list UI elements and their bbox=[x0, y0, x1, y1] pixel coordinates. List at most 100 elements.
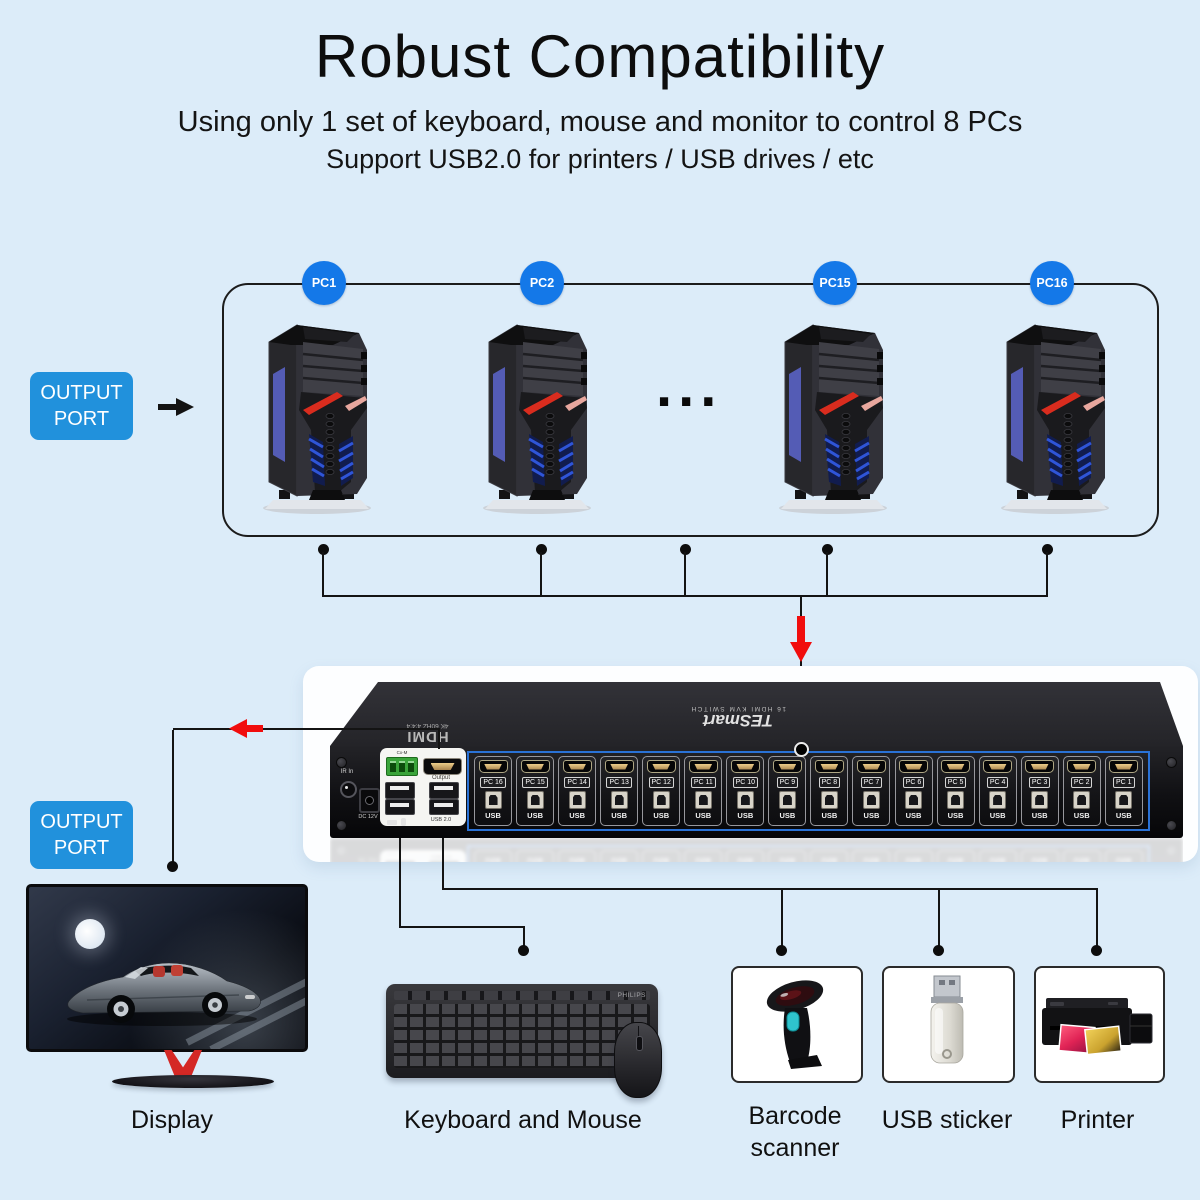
connector-node bbox=[318, 544, 329, 555]
hdmi-port-icon bbox=[730, 760, 760, 773]
mouse-image bbox=[614, 1022, 662, 1098]
hdmi-port-icon bbox=[899, 760, 929, 773]
phoenix-terminal-port bbox=[386, 757, 418, 776]
hdmi-output-label: Output bbox=[431, 775, 450, 781]
hdmi-port-icon bbox=[646, 760, 676, 773]
screw-icon bbox=[1166, 757, 1177, 768]
mouse-icon bbox=[401, 818, 406, 826]
hdmi-port-icon bbox=[1109, 760, 1139, 773]
port-number-label: PC 13 bbox=[606, 777, 632, 788]
pc-badge-1: PC1 bbox=[302, 261, 346, 305]
connector-node bbox=[1091, 945, 1102, 956]
usb-b-port-icon bbox=[610, 791, 628, 809]
output-port-callout-bottom: OUTPUT PORT bbox=[30, 801, 133, 869]
printer-image bbox=[1042, 998, 1153, 1056]
usb-devices-line bbox=[442, 888, 1098, 890]
pc-group-border bbox=[222, 283, 1159, 537]
port-usb-label: USB bbox=[1073, 811, 1090, 820]
usb-b-port-icon bbox=[862, 791, 880, 809]
usb-b-port-icon bbox=[568, 791, 586, 809]
port-usb-label: USB bbox=[695, 811, 712, 820]
hdmi-port-icon bbox=[688, 760, 718, 773]
keyboard-image: PHILIPS bbox=[386, 984, 658, 1078]
hdmi-port-icon bbox=[1067, 760, 1097, 773]
kvm-port: PC 7 USB bbox=[852, 756, 891, 826]
port-number-label: PC 9 bbox=[776, 777, 799, 788]
display-label: Display bbox=[131, 1106, 213, 1134]
keyboard-line bbox=[399, 838, 401, 928]
ir-in-label: IR In bbox=[340, 769, 354, 775]
usb-b-port-icon bbox=[484, 791, 502, 809]
connector-node bbox=[536, 544, 547, 555]
pc-badge-2: PC2 bbox=[520, 261, 564, 305]
arrow-right-icon bbox=[158, 398, 194, 416]
usb-b-port-icon bbox=[947, 791, 965, 809]
barcode-line bbox=[781, 888, 783, 948]
kvm-port: PC 10 USB bbox=[726, 756, 765, 826]
port-usb-label: USB bbox=[1115, 811, 1132, 820]
pc-tower-16 bbox=[995, 312, 1115, 517]
hdmi-logo: HDMI 4K 60HZ 4:4:4 bbox=[406, 722, 449, 745]
ir-receiver-icon bbox=[340, 781, 357, 798]
monitor-base bbox=[112, 1075, 274, 1088]
hdmi-port-icon bbox=[478, 760, 508, 773]
kvm-port: PC 3 USB bbox=[1020, 756, 1059, 826]
kvm-port: PC 14 USB bbox=[558, 756, 597, 826]
kvm-front: IR In DC 12V Cx-M Output USB 2.0 bbox=[330, 746, 1183, 838]
pc-badge-15: PC15 bbox=[813, 261, 857, 305]
usb-sticker-line bbox=[938, 888, 940, 948]
connector-node bbox=[822, 544, 833, 555]
dc-12v-label: DC 12V bbox=[358, 814, 378, 820]
kvm-port: PC 4 USB bbox=[978, 756, 1017, 826]
hdmi-port-icon bbox=[983, 760, 1013, 773]
subtitle-line2: Support USB2.0 for printers / USB drives… bbox=[326, 144, 874, 174]
connector-line bbox=[322, 552, 324, 597]
port-number-label: PC 16 bbox=[480, 777, 506, 788]
connector-line bbox=[540, 552, 542, 597]
port-number-label: PC 1 bbox=[1112, 777, 1135, 788]
port-number-label: PC 6 bbox=[902, 777, 925, 788]
port-usb-label: USB bbox=[569, 811, 586, 820]
port-number-label: PC 10 bbox=[732, 777, 759, 788]
kvm-port: PC 15 USB bbox=[516, 756, 555, 826]
port-usb-label: USB bbox=[905, 811, 922, 820]
page-title: Robust Compatibility bbox=[314, 23, 886, 90]
kvm-port: PC 8 USB bbox=[810, 756, 849, 826]
usb-b-port-icon bbox=[1115, 791, 1133, 809]
kvm-switch: IR In DC 12V Cx-M Output USB 2.0 bbox=[303, 666, 1198, 862]
moon-image bbox=[75, 919, 105, 949]
display-monitor bbox=[26, 884, 308, 1096]
keyboard-icon bbox=[387, 819, 397, 825]
port-usb-label: USB bbox=[485, 811, 501, 820]
usb-b-port-icon bbox=[526, 791, 544, 809]
connector-node bbox=[776, 945, 787, 956]
keyboard-label: Keyboard and Mouse bbox=[404, 1106, 642, 1134]
printer-label: Printer bbox=[1060, 1106, 1135, 1134]
port-number-label: PC 3 bbox=[1028, 777, 1051, 788]
port-number-label: PC 5 bbox=[944, 777, 967, 788]
port-number-label: PC 4 bbox=[986, 777, 1009, 788]
usb-2-0-hub-ports bbox=[429, 782, 459, 815]
port-usb-label: USB bbox=[779, 811, 796, 820]
port-usb-label: USB bbox=[821, 811, 838, 820]
output-port-callout-top: OUTPUT PORT bbox=[30, 372, 133, 440]
terminal-label: Cx-M bbox=[396, 750, 408, 755]
port-usb-label: USB bbox=[947, 811, 964, 820]
port-number-label: PC 15 bbox=[522, 777, 548, 788]
monitor-screen bbox=[29, 887, 305, 1049]
connector-line bbox=[1046, 552, 1048, 597]
usb-b-port-icon bbox=[989, 791, 1007, 809]
kvm-brand-logo: TESmart 16 HDMI KVM SWITCH bbox=[690, 705, 786, 730]
kvm-port: PC 6 USB bbox=[894, 756, 933, 826]
monitor-stand bbox=[164, 1050, 202, 1078]
display-line bbox=[172, 730, 174, 864]
pc-tower-15 bbox=[773, 312, 893, 517]
usb-b-port-icon bbox=[820, 791, 838, 809]
port-number-label: PC 14 bbox=[564, 777, 590, 788]
port-usb-label: USB bbox=[653, 811, 670, 820]
usb-b-port-icon bbox=[905, 791, 923, 809]
kvm-top-face bbox=[330, 682, 1183, 746]
port-usb-label: USB bbox=[737, 811, 754, 820]
subtitle-line1: Using only 1 set of keyboard, mouse and … bbox=[177, 106, 1023, 138]
